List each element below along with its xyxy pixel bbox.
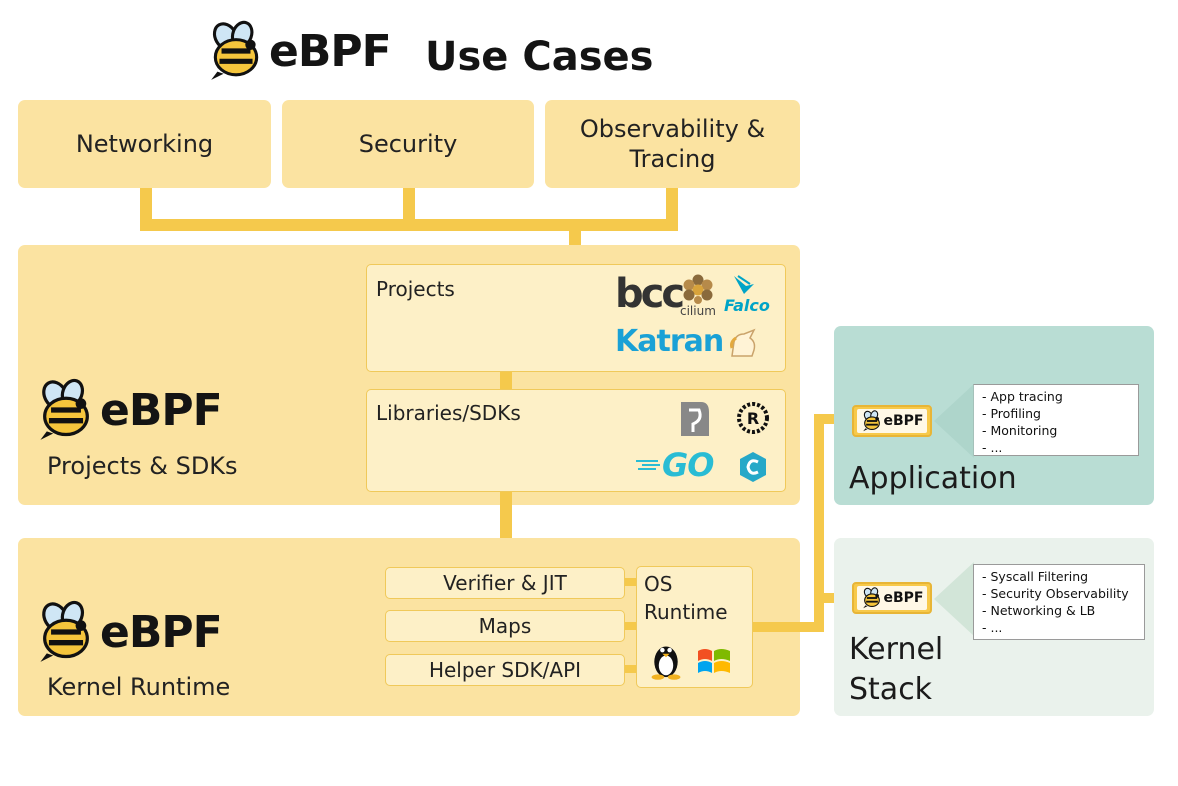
list-item: - Profiling [982,406,1041,421]
application-callout-wedge [934,384,974,458]
header-ebpf-logo: eBPF [205,20,392,82]
bee-icon [861,587,883,609]
bee-icon [861,410,883,432]
rust-icon: R [737,402,769,434]
connector [500,492,512,542]
connector [140,188,152,226]
application-badge-text: eBPF [883,413,924,429]
header-logo-text: eBPF [269,25,392,77]
kernel-stack-use-list: - Syscall Filtering - Security Observabi… [973,564,1145,640]
connector [625,665,637,673]
cilium-logo: cilium [677,274,719,320]
bcc-logo: bcc [615,271,685,317]
list-item: - ... [982,440,1003,455]
windows-icon [698,649,730,673]
projects-sdks-ebpf-logo: eBPF [34,378,223,442]
go-logo: GO [636,446,714,484]
maps-box: Maps [385,610,625,642]
projects-sdks-logo-text: eBPF [100,384,223,436]
os-runtime-label: OS Runtime [644,572,728,624]
connector [625,622,637,630]
kernel-runtime-ebpf-logo: eBPF [34,600,223,664]
helper-sdk-api-box: Helper SDK/API [385,654,625,686]
projects-sdks-label: Projects & SDKs [47,452,238,480]
cilium-hexagon-icon [683,274,713,304]
katran-logo: Katran [615,324,724,359]
falco-label: Falco [724,296,770,315]
use-case-security: Security [282,100,534,188]
list-item: - Monitoring [982,423,1058,438]
projects-title: Projects [376,277,455,301]
kernel-stack-callout-wedge [934,562,974,636]
list-item: - Syscall Filtering [982,569,1089,584]
kernel-stack-ebpf-badge: eBPF [852,582,932,614]
linux-tux-icon [648,640,684,680]
svg-text:R: R [747,409,759,428]
bee-icon [205,20,267,82]
unicorn-icon [730,328,756,357]
libraries-title: Libraries/SDKs [376,401,521,425]
connector [500,372,512,390]
connector [625,578,637,586]
list-item: - Networking & LB [982,603,1096,618]
cilium-label: cilium [680,304,716,318]
falco-logo: Falco [724,274,770,320]
bee-icon [34,378,98,442]
projects-box [366,264,786,372]
use-case-networking: Networking [18,100,271,188]
list-item: - ... [982,620,1003,635]
use-case-observability: Observability & Tracing [545,100,800,188]
connector [140,219,678,231]
libbpf-icon [681,402,709,436]
connector [666,188,678,226]
list-item: - Security Observability [982,586,1129,601]
connector [814,414,824,632]
application-use-list: - App tracing - Profiling - Monitoring -… [973,384,1139,456]
verifier-jit-box: Verifier & JIT [385,567,625,599]
connector [403,188,415,226]
kernel-stack-badge-text: eBPF [883,590,924,606]
page-title: Use Cases [425,34,654,80]
list-item: - App tracing [982,389,1063,404]
application-label: Application [849,461,1017,496]
cilium-ebpf-go-icon [740,452,766,482]
application-ebpf-badge: eBPF [852,405,932,437]
libraries-box [366,389,786,492]
connector [753,622,823,632]
kernel-runtime-label: Kernel Runtime [47,673,231,701]
kernel-runtime-logo-text: eBPF [100,606,223,658]
bee-icon [34,600,98,664]
falco-bird-icon [734,275,754,294]
kernel-stack-label: Kernel Stack [849,632,944,707]
speed-lines-icon [636,460,660,470]
go-label: GO [662,446,714,484]
